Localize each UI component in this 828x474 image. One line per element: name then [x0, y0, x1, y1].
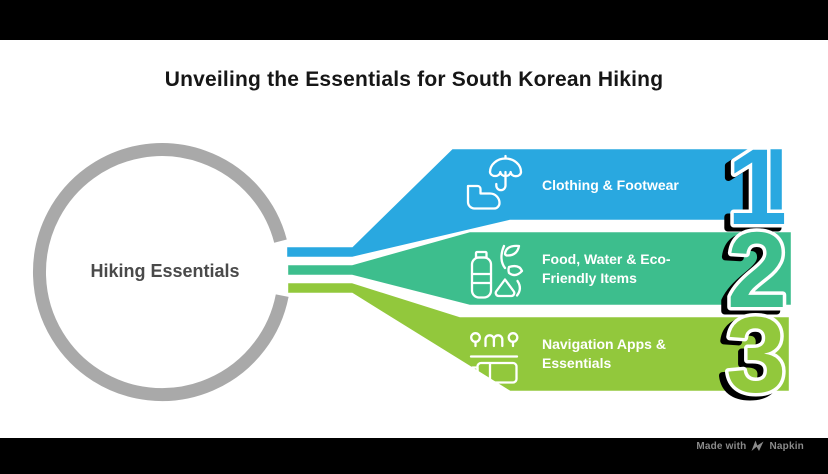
number-glyph: 3: [726, 294, 786, 415]
banner-3-label-line1: Navigation Apps &: [542, 336, 666, 352]
number-shadow: 1: [721, 130, 781, 251]
banner-1-label: Clothing & Footwear: [542, 176, 752, 195]
banner-3-shape: [285, 280, 792, 394]
banner-2-number: 2 2: [717, 206, 790, 338]
bottom-black-bar: [0, 438, 828, 474]
banner-1-shape: [284, 146, 785, 260]
banner-2-label-line1: Food, Water & Eco-: [542, 251, 671, 267]
umbrella-rain-boot-icon: [466, 154, 523, 210]
number-shadow: 3: [720, 298, 780, 419]
banner-2-label: Food, Water & Eco- Friendly Items: [542, 250, 752, 288]
banner-3-number: 3 3: [716, 291, 789, 423]
circle-ring: [33, 143, 289, 402]
number-glyph: 1: [727, 126, 787, 247]
watermark: Made with Napkin: [696, 439, 804, 453]
banner-3-label: Navigation Apps & Essentials: [542, 335, 752, 373]
banner-1-number: 1 1: [717, 123, 790, 255]
number-glyph: 2: [727, 209, 787, 330]
page-title: Unveiling the Essentials for South Korea…: [164, 68, 664, 91]
banner-3-label-line2: Essentials: [542, 355, 612, 371]
banner-2-label-line2: Friendly Items: [542, 270, 637, 286]
route-pins-battery-icon: [469, 332, 519, 384]
top-black-bar: [0, 0, 828, 40]
banner-1-label-line1: Clothing & Footwear: [542, 177, 679, 193]
number-shadow: 2: [721, 213, 781, 334]
watermark-prefix: Made with: [696, 440, 747, 452]
water-bottle-leaves-food-icon: [470, 244, 524, 299]
banner-2-shape: [285, 229, 794, 308]
napkin-logo-icon: [751, 440, 764, 451]
circle-label: Hiking Essentials: [90, 261, 240, 281]
watermark-brand: Napkin: [769, 440, 804, 452]
